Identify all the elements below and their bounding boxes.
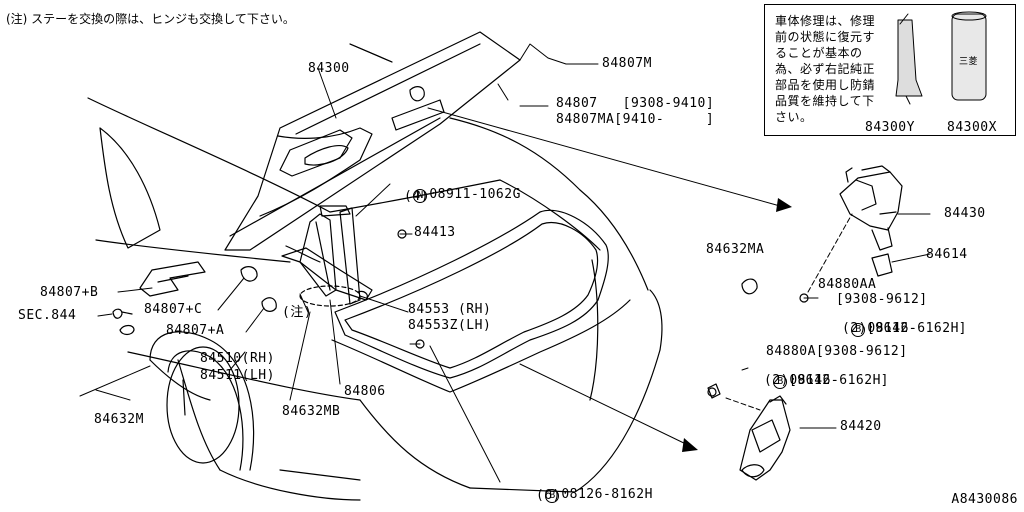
label-84614: 84614	[926, 247, 968, 262]
label-84420: 84420	[840, 419, 882, 434]
label-84632MA: 84632MA	[706, 242, 765, 257]
qty-08911: (4)	[404, 189, 429, 204]
info-box-text: 車体修理は、修理前の状態に復元することが基本の為、必ず右記純正部品を使用し防錆品…	[775, 14, 876, 124]
n-marker: N	[413, 189, 428, 203]
label-84807C: 84807+C	[144, 302, 203, 317]
label-84510: 84510(RH)	[200, 351, 275, 366]
qty-08146-a: (2)[9612- ]	[842, 321, 967, 336]
label-SEC844: SEC.844	[18, 308, 77, 323]
code-08146-b: 08146-6162H	[789, 373, 881, 388]
wheel-arch	[149, 331, 255, 471]
lock-assembly	[839, 165, 903, 277]
label-84413: 84413	[414, 225, 456, 240]
label-84807: 84807 [9308-9410]	[556, 96, 715, 111]
code-08146-a: 08146-6162H	[867, 321, 959, 336]
label-84300Y: 84300Y	[865, 120, 915, 135]
trunk-lid	[224, 31, 521, 251]
label-84632M: 84632M	[94, 412, 144, 427]
label-note-ref: (注)	[282, 305, 313, 320]
label-84807A: 84807+A	[166, 323, 225, 338]
label-84880A: 84880A[9308-9612]	[766, 344, 908, 359]
can-label: 三菱	[959, 57, 979, 67]
qty-08126: (6)	[536, 488, 561, 503]
trunk-opening	[331, 209, 631, 393]
qty-08146-b: (2)[9612- ]	[764, 373, 889, 388]
code-08911: 08911-1062G	[429, 187, 521, 202]
sealant-products	[895, 11, 987, 105]
label-84807M: 84807M	[602, 56, 652, 71]
b-marker: B	[851, 323, 866, 337]
label-84430: 84430	[944, 206, 986, 221]
b-marker: B	[545, 489, 560, 503]
info-box: 車体修理は、修理前の状態に復元することが基本の為、必ず右記純正部品を使用し防錆品…	[764, 4, 1016, 136]
b-marker: B	[773, 375, 788, 389]
label-84807B: 84807+B	[40, 285, 99, 300]
label-84807MA: 84807MA[9410- ]	[556, 112, 715, 127]
label-84553: 84553 (RH)	[408, 302, 492, 317]
arrowheads	[682, 198, 792, 452]
hinge-assembly	[281, 205, 373, 307]
fasteners	[397, 229, 809, 397]
diagram-id: A8430086	[951, 492, 1018, 507]
leader-lines	[79, 43, 931, 483]
code-08126: 08126-8162H	[561, 487, 653, 502]
replacement-note: (注) ステーを交換の際は、ヒンジも交換して下さい。	[6, 12, 295, 26]
label-84553Z: 84553Z(LH)	[408, 318, 492, 333]
label-84806: 84806	[344, 384, 386, 399]
label-84300X: 84300X	[947, 120, 997, 135]
label-84632MB: 84632MB	[282, 404, 341, 419]
latch-assembly	[707, 383, 791, 481]
label-84300: 84300	[308, 61, 350, 76]
label-84511: 84511(LH)	[200, 368, 275, 383]
label-84880AA: 84880AA	[818, 277, 877, 292]
range-84880AA: [9308-9612]	[836, 292, 928, 307]
